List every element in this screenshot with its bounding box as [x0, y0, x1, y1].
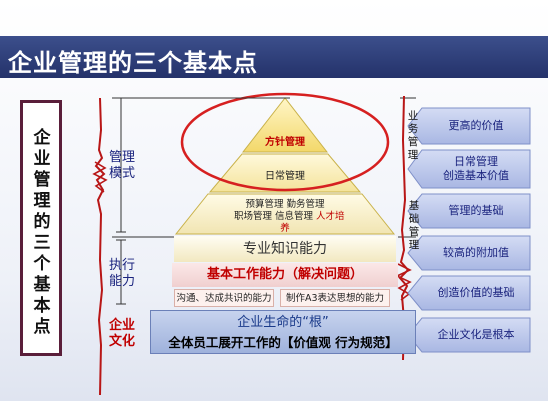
pyramid-third-line2b: 人才培	[316, 211, 345, 222]
tier-label-culture: 企业 文化	[108, 318, 135, 349]
pyramid-third-line2a: 职场管理 信息管理	[233, 211, 313, 222]
arrow-box-daily-management: 日常管理 创造基本价值	[443, 155, 509, 182]
pyramid-second-label: 日常管理	[265, 171, 305, 182]
pyramid-top	[241, 97, 329, 153]
highlight-ellipse	[180, 92, 390, 192]
culture-line-2: 全体员工展开工作的【价值观 行为规范】	[168, 335, 398, 350]
side-title-box	[20, 100, 62, 356]
pyramid-third-line3: 养	[280, 223, 290, 234]
arrow-box-added-value: 较高的附加值	[443, 246, 509, 259]
arrow-shapes	[407, 107, 531, 353]
culture-line-1: 企业生命的“根”	[237, 315, 329, 330]
tier-label-execution: 执行 能力	[108, 258, 135, 289]
band-culture: 企业生命的“根” 全体员工展开工作的【价值观 行为规范】	[150, 310, 416, 354]
tier-brackets	[112, 97, 416, 305]
left-scribble	[94, 97, 106, 396]
band-professional-knowledge: 专业知识能力	[174, 236, 396, 262]
side-title-text: 企业管理的三个基本点	[33, 128, 51, 337]
right-label-basic: 基础 管理	[408, 200, 420, 251]
title-bar	[0, 36, 548, 78]
pyramid-third	[174, 193, 396, 235]
pyramid-top-label: 方针管理	[265, 137, 305, 148]
arrow-box-value-basis: 创造价值的基础	[437, 286, 515, 299]
tier-label-management: 管理 模式	[108, 150, 135, 181]
page-title: 企业管理的三个基本点	[8, 49, 258, 77]
left-scribble-zig	[92, 161, 108, 193]
pyramid-third-line1: 预算管理 勤务管理	[245, 199, 325, 210]
band-communication: 沟通、达成共识的能力	[174, 289, 274, 307]
arrow-box-management-basis: 管理的基础	[448, 204, 504, 217]
arrow-box-culture-root: 企业文化是根本	[437, 328, 515, 341]
arrow-box-higher-value: 更高的价值	[448, 119, 504, 132]
band-a3: 制作A3表达思想的能力	[280, 289, 390, 307]
right-label-business: 业务 管理	[407, 110, 419, 161]
band-basic-work: 基本工作能力（解决问题）	[172, 263, 398, 287]
